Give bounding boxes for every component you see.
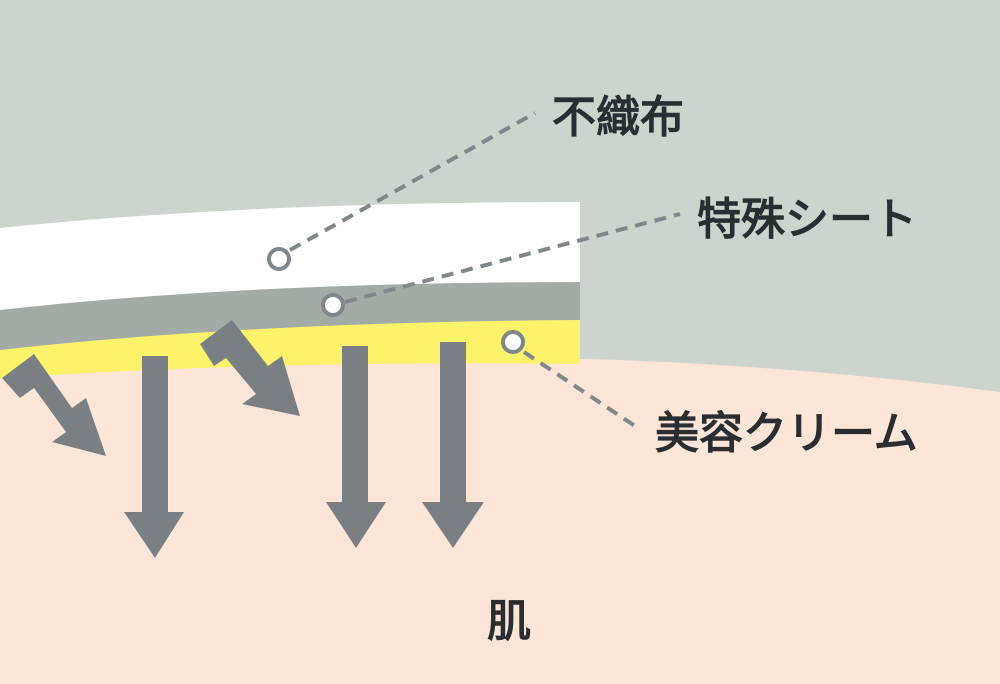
special-sheet-layer (0, 282, 580, 350)
label-cream: 美容クリーム (655, 408, 918, 459)
label-nonwoven: 不織布 (552, 92, 684, 143)
arrow-down-icon (422, 342, 484, 548)
leader-line-cream (522, 350, 640, 430)
marker-dot-cream (501, 330, 525, 354)
arrow-down-icon (326, 346, 386, 548)
skin-area (0, 358, 1000, 684)
leader-line-special-sheet (344, 212, 681, 304)
leader-line-nonwoven (289, 111, 536, 252)
marker-dot-nonwoven (267, 247, 291, 271)
label-skin: 肌 (487, 596, 531, 647)
arrow-bent-down-right-icon (200, 320, 300, 416)
marker-dot-special-sheet (321, 293, 345, 317)
leader-lines (289, 111, 681, 430)
label-special-sheet: 特殊シート (697, 194, 917, 245)
arrow-down-icon (124, 356, 184, 558)
arrow-bent-down-right-icon (2, 354, 106, 456)
